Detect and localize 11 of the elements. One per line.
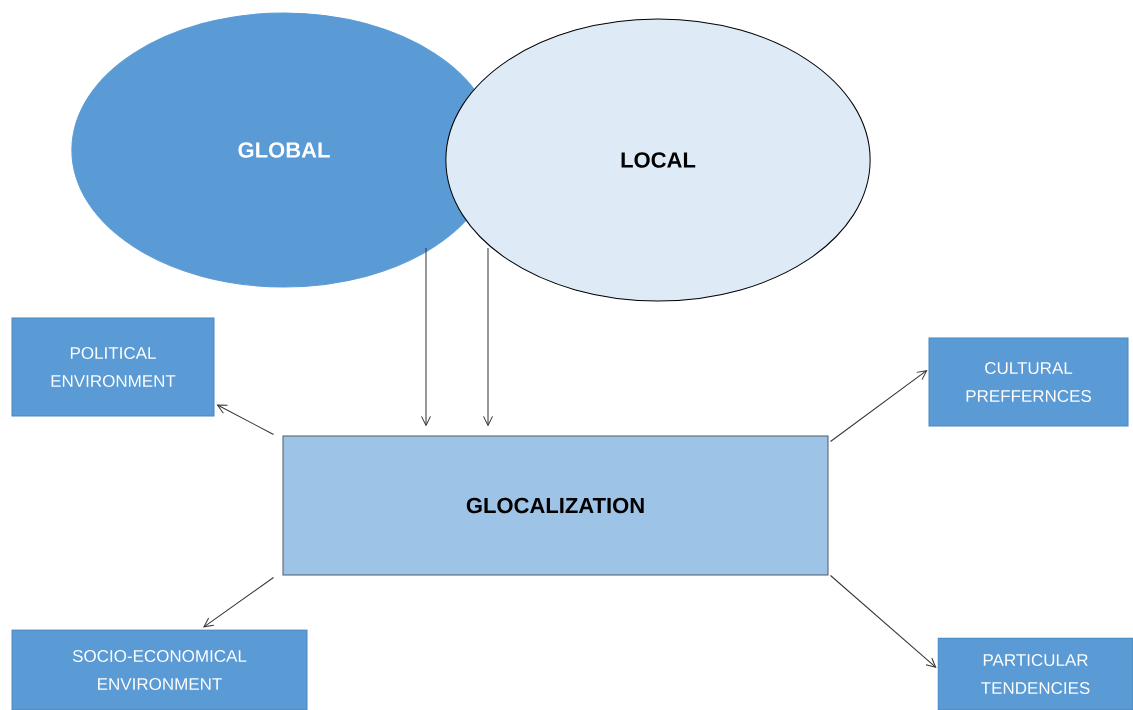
arrow bbox=[483, 247, 493, 426]
arrow bbox=[830, 370, 928, 442]
category-box: SOCIO-ECONOMICAL ENVIRONMENT bbox=[11, 629, 308, 710]
arrow bbox=[217, 404, 274, 435]
category-box: PARTICULAR TENDENCIES bbox=[937, 637, 1133, 710]
arrow bbox=[203, 577, 274, 628]
category-box: CULTURAL PREFFERNCES bbox=[928, 337, 1129, 427]
central-box: GLOCALIZATION bbox=[282, 435, 829, 576]
arrow bbox=[421, 247, 431, 426]
arrow bbox=[830, 575, 937, 668]
category-box: POLITICAL ENVIRONMENT bbox=[11, 317, 215, 417]
